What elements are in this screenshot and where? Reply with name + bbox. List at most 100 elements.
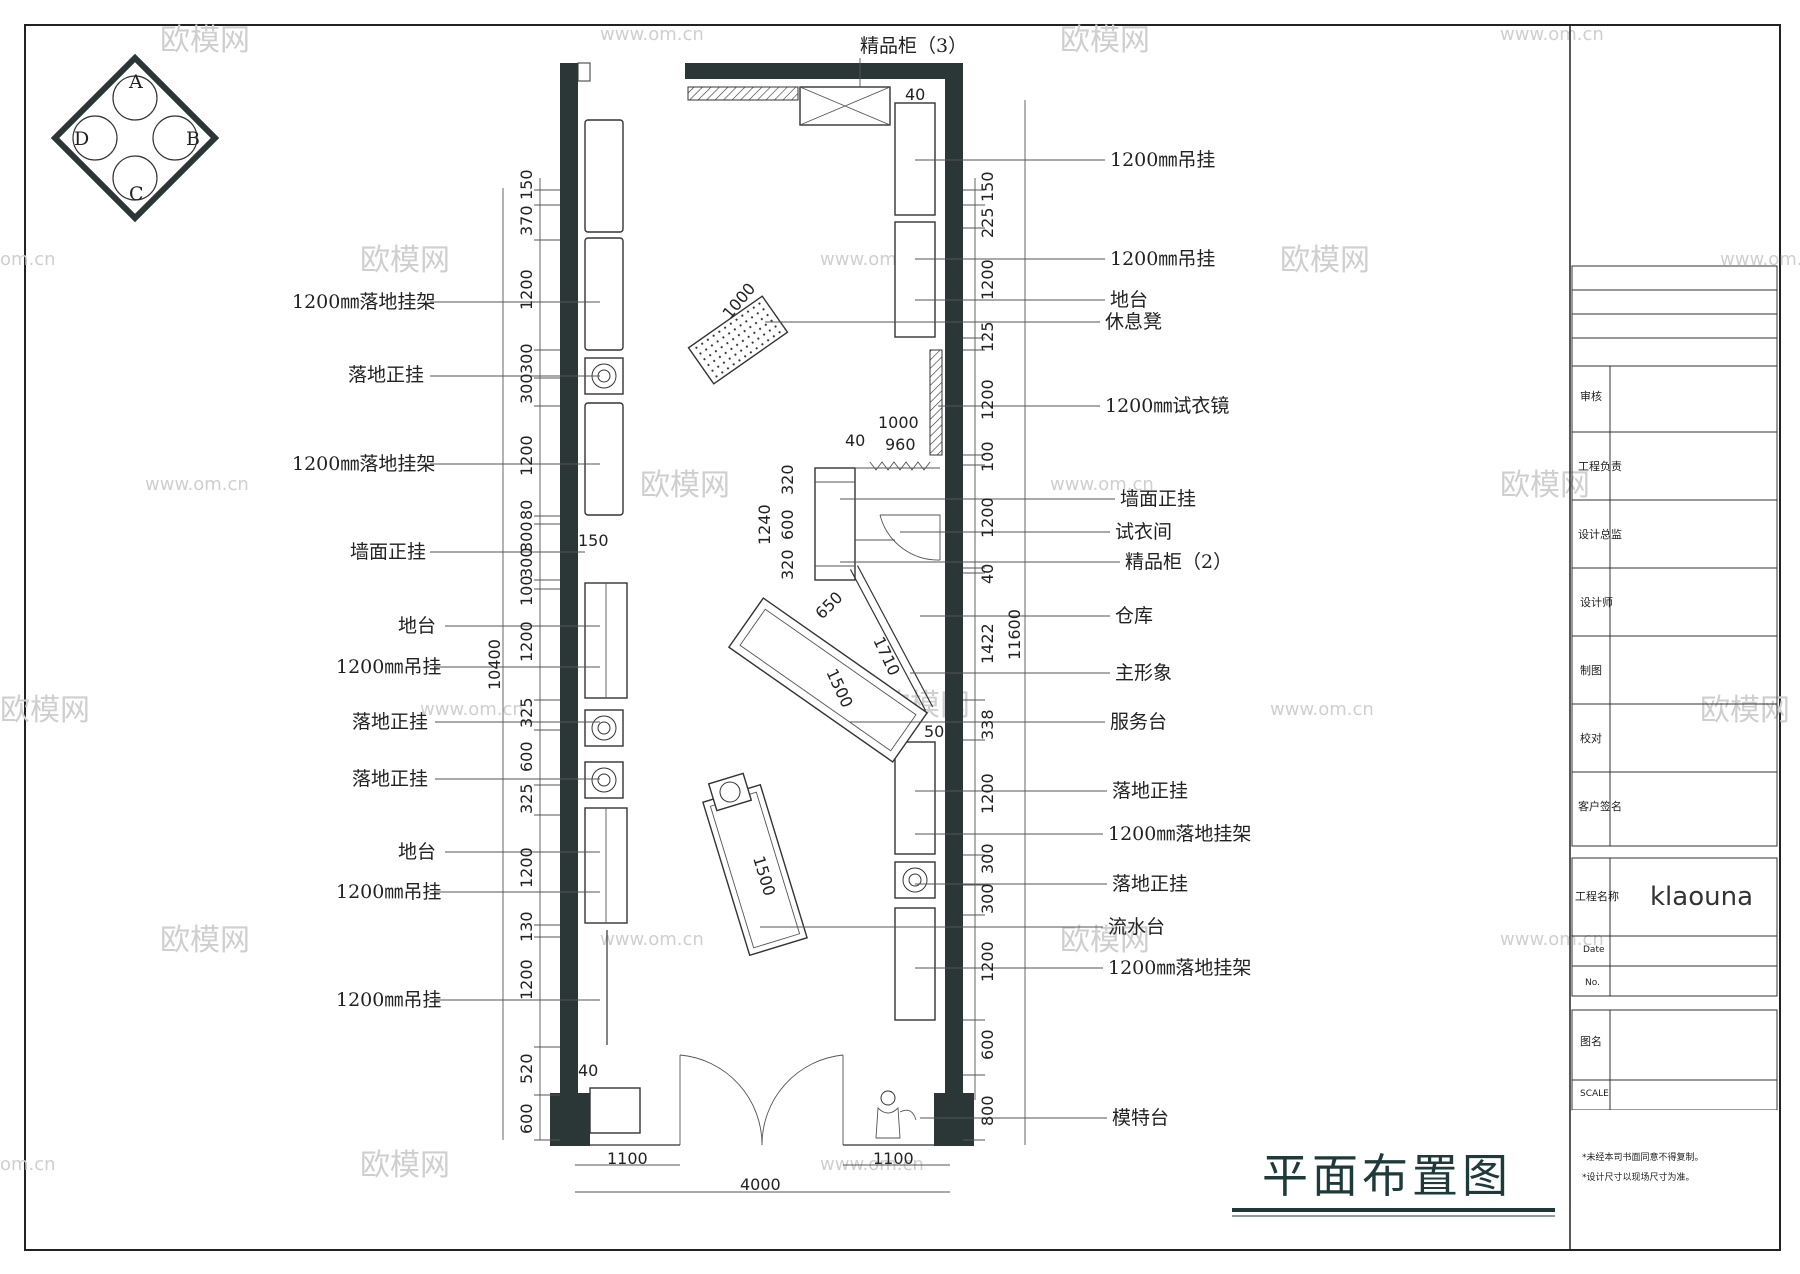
svg-text:1200: 1200 [978, 941, 997, 982]
svg-text:1200: 1200 [978, 259, 997, 300]
right-total-dimension: 11600 [1005, 609, 1024, 660]
svg-text:650: 650 [811, 588, 846, 623]
fitting-room [814, 461, 941, 581]
floor-display-stand [707, 772, 753, 812]
left-dimension-chain: 150 370 1200 300 300 1200 80 300 300 100… [485, 169, 560, 1141]
brand-logo: klaouna [1650, 882, 1753, 912]
svg-text:1240: 1240 [755, 504, 774, 545]
tb-scale-label: SCALE [1580, 1089, 1609, 1099]
svg-text:100: 100 [517, 575, 536, 606]
tb-note: *设计尺寸以现场尺寸为准。 [1582, 1171, 1695, 1183]
watermark-logo: 欧模网 [640, 468, 730, 503]
right-label: 流水台 [1108, 916, 1165, 938]
svg-text:1200: 1200 [978, 379, 997, 420]
rest-bench [687, 295, 789, 385]
svg-text:300: 300 [517, 547, 536, 578]
compass-label-c: C [129, 183, 144, 205]
watermark-url: www.om.cn [1500, 929, 1604, 950]
tb-row-label: 工程负责 [1578, 459, 1622, 473]
svg-text:1200: 1200 [517, 959, 536, 1000]
left-label: 1200㎜落地挂架 [292, 453, 435, 475]
tb-row-label: 校对 [1580, 731, 1602, 745]
svg-text:520: 520 [517, 1053, 536, 1084]
top-label-cabinet-3: 精品柜（3） [860, 35, 967, 57]
right-label: 墙面正挂 [1120, 488, 1196, 510]
right-wall-fixtures [894, 102, 943, 1021]
left-label: 落地正挂 [348, 364, 424, 386]
right-label: 服务台 [1110, 711, 1167, 733]
left-label: 1200㎜落地挂架 [292, 291, 435, 313]
tb-row-label: 制图 [1580, 664, 1602, 677]
bottom-dim-left: 1100 [607, 1149, 648, 1168]
svg-text:100: 100 [978, 441, 997, 472]
svg-text:600: 600 [517, 1103, 536, 1134]
svg-text:150: 150 [517, 169, 536, 200]
svg-text:320: 320 [778, 549, 797, 580]
tb-row-label: 审核 [1580, 389, 1602, 403]
right-label: 1200㎜落地挂架 [1108, 957, 1251, 979]
mannequin-figure [875, 1090, 917, 1139]
svg-text:600: 600 [778, 509, 797, 540]
right-label: 落地正挂 [1112, 873, 1188, 895]
svg-text:338: 338 [978, 709, 997, 740]
svg-text:320: 320 [778, 464, 797, 495]
bottom-dim-total: 4000 [740, 1175, 781, 1194]
watermark-url: www.om.cn [600, 929, 704, 950]
right-label: 落地正挂 [1112, 780, 1188, 802]
bottom-dim-right: 1100 [873, 1149, 914, 1168]
svg-text:1200: 1200 [517, 435, 536, 476]
right-label: 精品柜（2） [1125, 551, 1232, 573]
watermark-logo: 欧模网 [1060, 23, 1150, 58]
watermark-logo: 欧模网 [160, 23, 250, 58]
svg-text:600: 600 [978, 1029, 997, 1060]
tb-row-label: 客户签名 [1578, 799, 1622, 813]
svg-text:325: 325 [517, 783, 536, 814]
watermark-logo: 欧模网 [1060, 923, 1150, 958]
svg-text:125: 125 [978, 321, 997, 352]
bottom-dimensions: 1100 1100 4000 [575, 1149, 950, 1194]
watermark-url: www.om.cn [420, 699, 524, 720]
left-label: 1200㎜吊挂 [336, 881, 441, 903]
compass-label-b: B [186, 128, 200, 150]
svg-text:1200: 1200 [517, 847, 536, 888]
svg-text:800: 800 [978, 1095, 997, 1126]
watermark-url: www.om.cn [145, 474, 249, 495]
svg-text:300: 300 [978, 883, 997, 914]
watermark-url: www.om.cn [820, 1154, 924, 1175]
svg-text:1000: 1000 [878, 413, 919, 432]
watermark-logo: 欧模网 [360, 1148, 450, 1183]
entrance-doors [590, 1054, 934, 1146]
svg-text:150: 150 [978, 171, 997, 202]
left-label: 地台 [398, 615, 436, 637]
svg-text:325: 325 [517, 697, 536, 728]
svg-text:40: 40 [905, 85, 925, 104]
tb-no-label: No. [1585, 978, 1600, 988]
compass-rose: A B C D [50, 53, 220, 223]
svg-text:130: 130 [517, 911, 536, 942]
watermark-url: www.om.cn [1720, 249, 1800, 270]
left-labels: 1200㎜落地挂架 落地正挂 1200㎜落地挂架 墙面正挂 地台 1200㎜吊挂… [292, 291, 600, 1011]
svg-text:1200: 1200 [517, 621, 536, 662]
tb-row-label: 设计师 [1580, 596, 1613, 609]
watermark-logo: 欧模网 [360, 243, 450, 278]
svg-text:1422: 1422 [978, 623, 997, 664]
svg-text:600: 600 [517, 741, 536, 772]
svg-text:300: 300 [517, 521, 536, 552]
watermark-logo: 欧模网 [0, 693, 90, 728]
svg-text:1200: 1200 [978, 773, 997, 814]
watermark-logo: 欧模网 [1500, 468, 1590, 503]
sheet-border [24, 24, 1781, 1251]
svg-text:225: 225 [978, 207, 997, 238]
tb-drawing-name-label: 图名 [1580, 1034, 1602, 1048]
watermark-url: www.om.cn [1270, 699, 1374, 720]
right-label: 1200㎜落地挂架 [1108, 823, 1251, 845]
right-label: 地台 [1110, 289, 1148, 311]
left-label: 地台 [398, 841, 436, 863]
right-label: 仓库 [1115, 605, 1153, 627]
watermark-logo: 欧模网 [1700, 693, 1790, 728]
tb-note: *未经本司书面同意不得复制。 [1582, 1151, 1704, 1163]
svg-text:370: 370 [517, 205, 536, 236]
right-label: 模特台 [1112, 1107, 1169, 1129]
svg-text:300: 300 [978, 843, 997, 874]
